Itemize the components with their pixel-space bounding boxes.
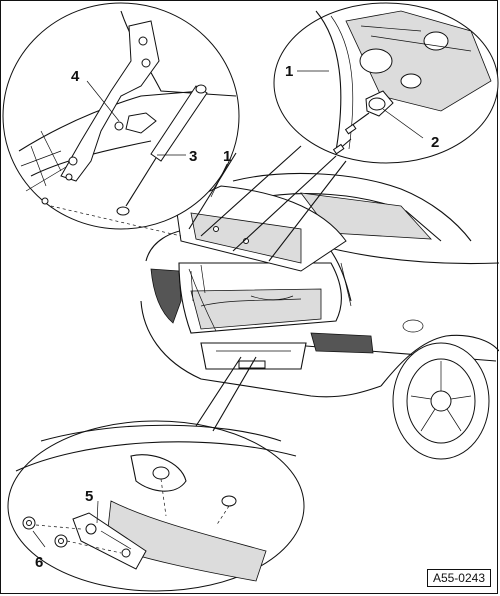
detail-circle-lock: [273, 2, 499, 164]
car-rear-body: [140, 172, 499, 460]
lock-cylinder: [332, 90, 394, 155]
callout-5-striker: 5: [85, 488, 93, 505]
leader-lines: [32, 70, 424, 548]
trunk-opening: [178, 262, 342, 370]
striker-plate: [72, 512, 147, 570]
callout-1-trunk-lid: 1: [223, 148, 231, 165]
trunk-lid: [175, 185, 352, 307]
securing-nuts: [22, 516, 68, 548]
gas-strut: [116, 84, 208, 216]
detail-circle-striker: [7, 420, 305, 592]
callout-2-lock-cylinder: 2: [431, 134, 439, 151]
detail-circle-hinge: [2, 2, 240, 230]
hinge-bracket: [60, 20, 160, 182]
callout-4-hinge: 4: [71, 68, 80, 85]
drawing-code-label: A55-0243: [426, 569, 491, 587]
callout-3-gas-strut: 3: [189, 148, 197, 165]
callout-6-nuts: 6: [35, 554, 43, 571]
callout-1-lid-detail: 1: [285, 63, 293, 80]
connector-lines: [50, 145, 347, 432]
